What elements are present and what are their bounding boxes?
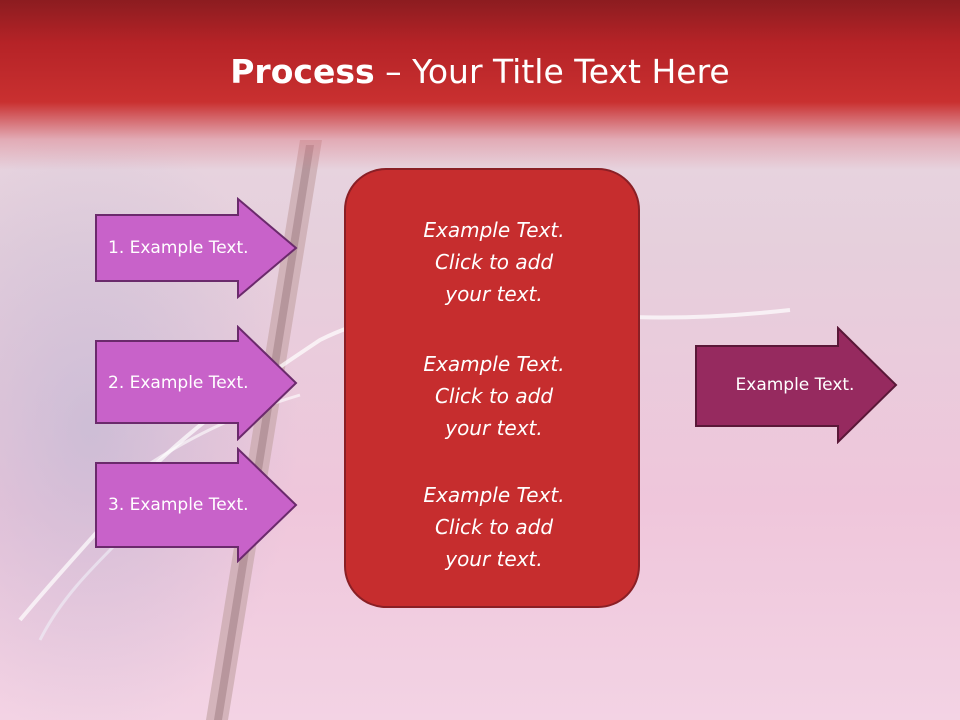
- center-paragraph-2-line-2: Click to add: [434, 384, 554, 408]
- center-paragraph-2-line-3: your text.: [445, 416, 543, 440]
- step-2-arrow[interactable]: 2. Example Text.: [94, 325, 300, 441]
- result-label: Example Text.: [735, 375, 855, 395]
- step-3-arrow[interactable]: 3. Example Text.: [94, 447, 300, 563]
- center-paragraph-1-line-3: your text.: [445, 282, 543, 306]
- center-paragraph-3-line-3: your text.: [445, 547, 543, 571]
- center-paragraph-1-line-2: Click to add: [434, 250, 554, 274]
- slide-title[interactable]: Process – Your Title Text Here: [0, 52, 960, 91]
- result-arrow[interactable]: Example Text.: [694, 326, 900, 444]
- center-paragraph-2: Example Text. Click to add your text.: [346, 348, 642, 444]
- header-band: [0, 0, 960, 170]
- step-1-label: 1. Example Text.: [108, 238, 249, 258]
- center-paragraph-1: Example Text. Click to add your text.: [346, 214, 642, 310]
- center-paragraph-2-line-1: Example Text.: [423, 352, 565, 376]
- center-paragraph-3: Example Text. Click to add your text.: [346, 479, 642, 575]
- title-bold: Process: [230, 52, 375, 91]
- title-rest: – Your Title Text Here: [374, 52, 730, 91]
- center-text-box[interactable]: Example Text. Click to add your text. Ex…: [344, 168, 640, 608]
- center-paragraph-3-line-1: Example Text.: [423, 483, 565, 507]
- step-1-arrow[interactable]: 1. Example Text.: [94, 197, 300, 299]
- step-3-label: 3. Example Text.: [108, 495, 249, 515]
- step-2-label: 2. Example Text.: [108, 373, 249, 393]
- center-paragraph-3-line-2: Click to add: [434, 515, 554, 539]
- center-paragraph-1-line-1: Example Text.: [423, 218, 565, 242]
